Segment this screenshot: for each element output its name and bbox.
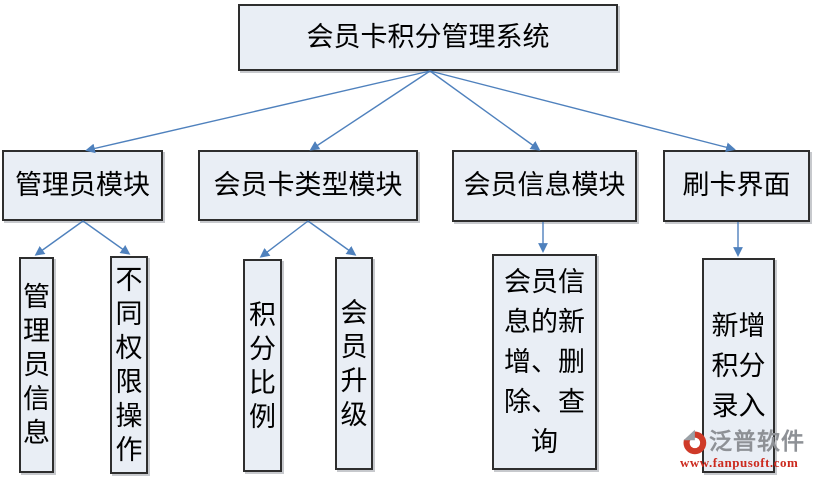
connector-root-cardtype [309,70,431,151]
connector-root-swipe [429,70,736,153]
connector-admin-perms [82,220,131,255]
node-new-points-entry: 新增 积分 录入 [702,258,775,473]
connector-cardtype-upgrade [307,220,357,256]
node-member-crud: 会员信 息的新 增、删 除、查 询 [492,254,597,470]
watermark: 泛普软件 www.fanpusoft.com [680,428,814,470]
node-permission-ops: 不同权限操作 [110,256,148,474]
node-points-ratio: 积分比例 [243,259,282,472]
fanpu-logo-icon [680,428,707,455]
node-member-info-module: 会员信息模块 [452,150,637,222]
watermark-url: www.fanpusoft.com [680,455,799,470]
node-admin-info: 管理员信息 [19,257,54,473]
connector-cardtype-ratio [259,220,309,258]
connector-root-admin [85,70,431,154]
node-swipe-interface: 刷卡界面 [663,150,810,222]
node-admin-module: 管理员模块 [2,150,163,221]
node-member-upgrade: 会员升级 [335,257,373,470]
connector-admin-info [34,220,84,256]
connector-root-memberinfo [429,70,541,151]
node-root-system: 会员卡积分管理系统 [238,4,618,71]
node-card-type-module: 会员卡类型模块 [198,150,418,221]
watermark-brand: 泛普软件 [709,429,805,454]
